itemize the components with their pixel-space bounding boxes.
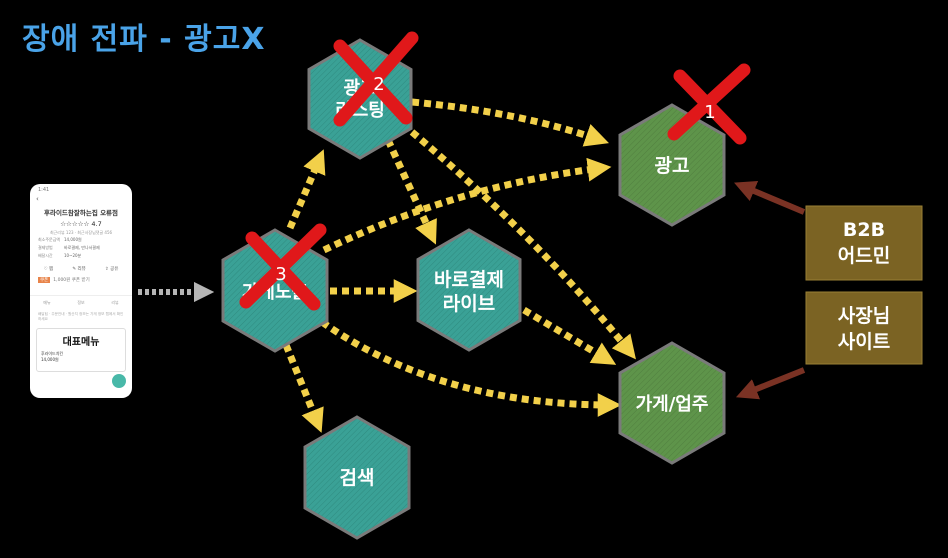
failure-badge: 3	[275, 264, 286, 285]
floating-button	[112, 374, 126, 388]
info-value: 14,000원	[64, 237, 82, 243]
failure-badge: 2	[373, 74, 384, 95]
node-label: 검색	[340, 467, 375, 489]
node-search: 검색	[305, 417, 409, 538]
arrow-directpay-to-storebiz	[524, 310, 608, 360]
tab-review: 리뷰	[111, 300, 118, 306]
info-key: 결제방법	[38, 245, 64, 251]
box-b2b-admin: B2B 어드민	[806, 206, 922, 280]
shop-tabs: 메뉴 정보 리뷰	[30, 295, 132, 306]
arrow-store-to-search	[286, 345, 318, 424]
share-button: ⇪ 공유	[105, 266, 118, 272]
arrow-b2b-to-ad	[742, 186, 804, 212]
menu-title: 대표메뉴	[41, 333, 121, 348]
tab-menu: 메뉴	[43, 300, 50, 306]
like-button: ♡ 찜	[44, 266, 54, 272]
info-row: 결제방법 바로결제, 만나서결제	[30, 244, 132, 252]
node-label: 가게/업주	[636, 394, 709, 415]
action-bar: ♡ 찜 ✎ 리뷰 ⇪ 공유	[34, 266, 128, 272]
coupon-badge: 쿠폰	[38, 277, 50, 283]
info-value: 10~20분	[64, 253, 81, 259]
node-label: 광고	[655, 155, 690, 177]
node-direct-pay: 바로결제 라이브	[418, 230, 520, 350]
box-owner-site: 사장님 사이트	[806, 292, 922, 364]
arrow-owner-to-storebiz	[744, 370, 804, 394]
shop-name: 후라이드참잘하는집 오류점	[30, 207, 132, 217]
info-value: 바로결제, 만나서결제	[64, 245, 100, 251]
review-button: ✎ 리뷰	[72, 266, 85, 272]
tab-info: 정보	[77, 300, 84, 306]
phone-status-time: 1:41	[30, 184, 132, 193]
box-label-line2: 사이트	[838, 331, 890, 353]
rating-stars: ☆☆☆☆☆ 4.7	[30, 220, 132, 228]
coupon-text: 1,000원 쿠폰 받기	[53, 277, 89, 283]
arrow-addisplay-to-ad	[412, 102, 600, 140]
box-bg	[806, 206, 922, 280]
menu-price: 14,000원	[41, 357, 121, 363]
node-ad: 광고	[620, 105, 724, 225]
chevron-left-icon: ‹	[30, 193, 132, 205]
node-store-display: 가게노출	[223, 230, 327, 351]
info-key: 최소주문금액	[38, 237, 64, 243]
phone-screenshot: 1:41 ‹ 후라이드참잘하는집 오류점 ☆☆☆☆☆ 4.7 최근리뷰 123 …	[30, 184, 132, 398]
box-bg	[806, 292, 922, 364]
info-key: 배달시간	[38, 253, 64, 259]
shop-notes: 배달팁 · 주문안내 · 원산지 정보는 가게 정보 탭에서 확인하세요	[30, 306, 132, 322]
node-store-biz: 가게/업주	[620, 343, 724, 463]
failure-badge: 1	[704, 102, 715, 123]
menu-box: 대표메뉴 후라이드치킨 14,000원	[36, 328, 126, 372]
admin-arrows	[742, 186, 804, 394]
coupon-row: 쿠폰 1,000원 쿠폰 받기	[30, 275, 132, 285]
box-label-line1: 사장님	[838, 305, 890, 327]
info-row: 최소주문금액 14,000원	[30, 236, 132, 244]
node-label-line2: 라이브	[443, 293, 495, 315]
box-label-line1: B2B	[843, 219, 885, 241]
info-row: 배달시간 10~20분	[30, 252, 132, 260]
node-label-line1: 바로결제	[434, 269, 504, 291]
box-label-line2: 어드민	[838, 245, 890, 267]
arrow-store-to-addisplay	[290, 158, 320, 228]
